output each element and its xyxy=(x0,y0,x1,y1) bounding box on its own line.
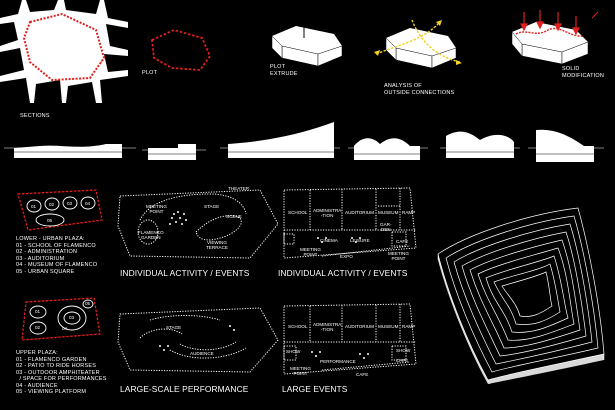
lower-label-meeting-point-1: MEETING POINT xyxy=(300,247,321,257)
lower-plan-viewing-terrace: VIEWING TERRACE xyxy=(206,240,228,250)
lower-label-leisure: LEISURE xyxy=(350,238,370,243)
lower-label-expo: EXPO xyxy=(340,254,353,259)
lower-plaza-diagram xyxy=(17,189,103,231)
lower-circle-01 xyxy=(26,199,42,213)
lower-room-museum: MUSEUM xyxy=(378,210,399,215)
upper-plan-audience: AUDIENCE xyxy=(190,351,214,356)
upper-label-show-1: SHOW xyxy=(286,349,301,354)
upper-circle-01 xyxy=(29,305,47,319)
lower-room-garden: GAR- DEN xyxy=(380,222,392,232)
section-6 xyxy=(536,129,594,162)
upper-label-meeting-point: MEETING POINT xyxy=(290,366,311,376)
upper-label-cafe-1: CAFE xyxy=(356,372,369,377)
lower-plaza-plan xyxy=(117,189,279,259)
lower-circle-03 xyxy=(62,196,78,210)
upper-room-ramp: RAMP xyxy=(402,324,416,329)
upper-circle-03-label: 03 xyxy=(69,315,75,320)
lower-plaza-legend: LOWER - URBAN PLAZA: 01 - SCHOOL OF FLAM… xyxy=(16,236,98,275)
upper-room-administration: ADMINISTRA -TION xyxy=(313,322,342,332)
section-5 xyxy=(446,131,514,158)
lower-room-administration: ADMINISTRA -TION xyxy=(313,208,342,218)
lower-circle-05-label: 05 xyxy=(47,218,53,223)
lower-circle-03-label: 03 xyxy=(67,201,73,206)
lower-label-meeting-point-2: MEETING POINT xyxy=(388,251,409,261)
lower-building-plan xyxy=(283,187,417,259)
upper-circle-04-label: 04 xyxy=(62,326,68,331)
solid-modification-label: SOLID MODIFICATION xyxy=(562,66,605,79)
plot-label: PLOT xyxy=(142,70,158,76)
lower-building-plan-caption: INDIVIDUAL ACTIVITY / EVENTS xyxy=(278,268,408,278)
upper-circle-03 xyxy=(57,305,87,331)
lower-circle-04-label: 04 xyxy=(85,201,91,206)
upper-label-performance: PERFORMANCE xyxy=(320,359,356,364)
upper-plaza-diagram xyxy=(21,297,101,341)
section-2 xyxy=(148,144,196,160)
upper-circle-05 xyxy=(82,299,94,309)
upper-circle-01-label: 01 xyxy=(35,309,41,314)
section-1 xyxy=(14,144,122,158)
lower-plan-theater: THEATER xyxy=(228,186,250,191)
site-map xyxy=(0,0,128,103)
lower-circle-05 xyxy=(35,213,65,227)
plot-outline xyxy=(151,29,212,71)
section-4 xyxy=(354,138,420,160)
upper-plaza-legend: UPPER PLAZA: 01 - FLAMENCO GARDEN 02 - P… xyxy=(16,350,107,395)
lower-circle-04 xyxy=(80,196,96,210)
lower-plan-flamenco-garden: FLAMENCO GARDEN xyxy=(138,230,164,240)
lower-circle-02-label: 02 xyxy=(49,202,55,207)
lower-circle-02 xyxy=(44,197,60,211)
upper-room-school: SCHOOL xyxy=(288,324,308,329)
upper-circle-04 xyxy=(63,311,81,325)
lower-room-auditorium: AUDITORIUM xyxy=(345,210,375,215)
upper-room-auditorium: AUDITORIUM xyxy=(345,324,375,329)
lower-room-school: SCHOOL xyxy=(288,210,308,215)
lower-plaza-plan-caption: INDIVIDUAL ACTIVITY / EVENTS xyxy=(120,268,250,278)
upper-plaza-plan xyxy=(117,307,279,373)
plot-extrude-block xyxy=(271,20,343,67)
upper-building-plan-caption: LARGE EVENTS xyxy=(282,384,348,394)
lower-plan-meeting-point: MEETING POINT xyxy=(146,204,167,214)
upper-circle-02 xyxy=(29,321,47,335)
upper-plan-stage: STAGE xyxy=(166,325,182,330)
upper-room-museum: MUSEUM xyxy=(378,324,399,329)
contour-3d-model xyxy=(437,207,605,385)
solid-modification-block xyxy=(511,10,599,65)
analysis-label: ANALYSIS OF OUTSIDE CONNECTIONS xyxy=(384,83,455,96)
lower-label-cinema: CINEMA xyxy=(320,238,338,243)
lower-room-cafe: CAFE xyxy=(396,239,409,244)
upper-plaza-plan-caption: LARGE-SCALE PERFORMANCE xyxy=(120,384,249,394)
upper-label-show-2: SHOW xyxy=(396,348,411,353)
site-map-drawing xyxy=(0,0,128,103)
plot-extrude-label: PLOT EXTRUDE xyxy=(270,64,298,77)
upper-label-cafe-2: CAFE xyxy=(396,358,409,363)
section-3 xyxy=(228,122,334,158)
sections-drawing xyxy=(4,122,604,162)
sections-label: SECTIONS xyxy=(20,113,50,119)
upper-circle-05-label: 05 xyxy=(85,301,91,306)
lower-circle-01-label: 01 xyxy=(31,204,37,209)
flamenco-garden-area xyxy=(137,219,159,245)
analysis-block xyxy=(374,19,462,69)
lower-plan-scene: SCENE xyxy=(226,214,242,219)
upper-circle-02-label: 02 xyxy=(35,325,41,330)
lower-plan-stage: STAGE xyxy=(204,204,220,209)
lower-room-ramp: RAMP xyxy=(402,210,416,215)
upper-building-plan xyxy=(283,303,417,375)
